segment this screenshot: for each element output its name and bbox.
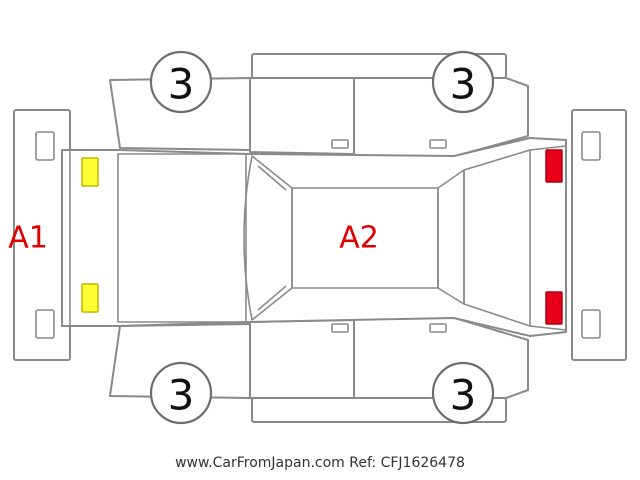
rear-bumper <box>571 109 627 361</box>
right-headlight <box>81 283 99 313</box>
wheel-rear-left: 3 <box>431 50 495 114</box>
wheel-rear-left-grade: 3 <box>450 60 477 109</box>
wheel-rear-right: 3 <box>431 361 495 425</box>
body-damage-label: A2 <box>339 221 379 256</box>
left-headlight <box>81 157 99 187</box>
front-bumper-damage-label: A1 <box>8 221 48 256</box>
right-taillight <box>545 291 563 325</box>
wheel-front-left: 3 <box>149 50 213 114</box>
left-taillight <box>545 149 563 183</box>
wheel-front-left-grade: 3 <box>168 60 195 109</box>
reference-footer: www.CarFromJapan.com Ref: CFJ1626478 <box>175 455 465 471</box>
wheel-rear-right-grade: 3 <box>450 371 477 420</box>
car-body-top <box>61 137 567 337</box>
wheel-front-right: 3 <box>149 361 213 425</box>
wheel-front-right-grade: 3 <box>168 371 195 420</box>
